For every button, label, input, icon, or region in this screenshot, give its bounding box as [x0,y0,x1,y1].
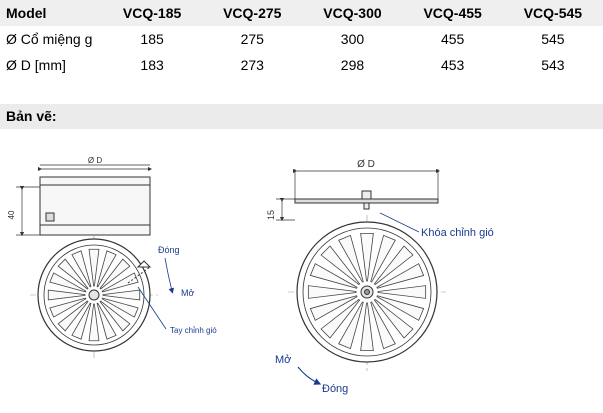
blade [71,302,92,340]
spec-header-row: Model VCQ-185 VCQ-275 VCQ-300 VCQ-455 VC… [0,0,603,26]
blade [96,302,117,340]
blade [57,258,89,290]
table-cell: 455 [440,31,465,47]
table-cell: 543 [541,57,565,73]
blade [96,250,117,288]
technical-drawing: Ø D 40 Đóng Mở Tay chỉnh gió Ø D 15 [7,156,494,395]
blade [49,297,87,318]
blade [370,301,396,350]
blade [71,250,92,288]
small-label-lever: Tay chỉnh gió [170,326,217,335]
blade [376,263,425,289]
large-label-open: Mở [275,354,291,366]
blade [360,232,374,282]
blade [373,298,414,339]
blade [376,295,425,321]
table-cell: 273 [240,57,264,73]
small-dim-height: 40 [7,210,16,219]
large-label-close: Đóng [322,383,348,395]
rotation-arrow [297,366,322,385]
blade [338,234,364,283]
section-header: Bản vẽ: [0,104,603,129]
blade [101,272,139,293]
large-dim-diameter: Ø D [357,159,375,170]
blade [307,285,357,299]
blade [99,300,131,332]
table-cell: 185 [140,31,164,47]
blade [320,298,361,339]
col-header-model: Model [6,5,47,21]
blade [88,248,100,287]
blade [309,295,358,321]
section-title: Bản vẽ: [6,108,57,124]
blade [88,303,100,342]
large-label-lock: Khóa chỉnh gió [421,227,494,239]
row-label: Ø Cổ miệng g [6,31,93,47]
blade [320,245,361,286]
small-annotation-arrows [137,257,175,330]
blade [102,289,141,301]
large-dim-height: 15 [266,210,276,220]
blade [47,289,86,301]
blade [101,297,139,318]
blade [377,285,427,299]
blade [370,234,396,283]
spec-table: Model VCQ-185 VCQ-275 VCQ-300 VCQ-455 VC… [0,0,603,78]
blade [99,258,131,290]
small-dim-diameter: Ø D [88,156,102,165]
small-side-view [16,164,153,237]
blade [338,301,364,350]
blade [360,302,374,352]
col-header-vcq-185: VCQ-185 [122,5,182,21]
large-blades [307,232,427,352]
blade [309,263,358,289]
large-side-view [276,168,441,222]
col-header-vcq-300: VCQ-300 [323,5,382,21]
table-cell: 183 [140,57,164,73]
small-label-open: Mở [181,288,194,298]
blade [373,245,414,286]
col-header-vcq-275: VCQ-275 [223,5,282,21]
table-cell: 300 [340,31,365,47]
table-cell: 275 [240,31,264,47]
table-row: Ø D [mm] 183 273 298 453 543 [0,52,603,78]
large-front-view [288,215,446,371]
blade [57,300,89,332]
row-label: Ø D [mm] [6,57,66,73]
table-cell: 545 [541,31,565,47]
table-row: Ø Cổ miệng g 185 275 300 455 545 [0,26,603,52]
lock-leader-line [379,212,420,233]
table-cell: 453 [440,57,465,73]
small-blades [47,248,141,342]
small-front-view [30,235,158,360]
col-header-vcq-455: VCQ-455 [423,5,482,21]
small-label-close: Đóng [158,245,180,255]
blade [49,272,87,293]
table-cell: 298 [340,57,365,73]
col-header-vcq-545: VCQ-545 [523,5,583,21]
